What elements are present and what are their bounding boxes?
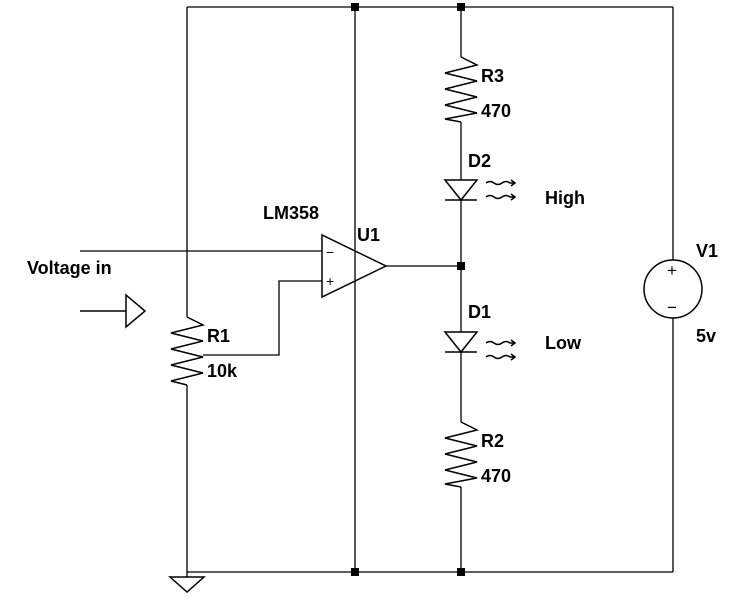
r2-value-label: 470 [481, 466, 511, 486]
noninverting-input-wire [203, 280, 322, 356]
opamp-ref-label: U1 [357, 225, 380, 245]
resistor-r2: R2 470 [444, 421, 511, 488]
input-arrow-icon [80, 293, 147, 329]
junction-dot [351, 568, 359, 576]
opamp-triangle-icon [321, 233, 388, 299]
light-emission-icon [485, 339, 517, 361]
opamp-minus-pin: − [326, 244, 334, 260]
junction-dot [457, 262, 465, 270]
resistor-r2-icon [444, 421, 480, 488]
resistor-r1-icon [170, 316, 206, 386]
junctions [351, 3, 465, 576]
junction-dot [457, 3, 465, 11]
r3-value-label: 470 [481, 101, 511, 121]
led-d2: D2 High [443, 151, 585, 208]
resistor-r3-icon [444, 56, 480, 123]
d1-ref-label: D1 [468, 302, 491, 322]
d2-note-label: High [545, 188, 585, 208]
r1-value-label: 10k [207, 361, 238, 381]
junction-dot [351, 3, 359, 11]
opamp-plus-pin: + [326, 273, 334, 289]
r1-ref-label: R1 [207, 326, 230, 346]
d2-ref-label: D2 [468, 151, 491, 171]
r2-ref-label: R2 [481, 431, 504, 451]
r3-ref-label: R3 [481, 66, 504, 86]
wires [80, 6, 674, 577]
voltage-source-v1: + − V1 5v [643, 241, 718, 346]
diode-d2-icon [443, 179, 479, 202]
v1-minus-sign: − [667, 298, 677, 317]
input-label: Voltage in [27, 258, 112, 278]
diode-d1-icon [443, 331, 479, 354]
input-port: Voltage in [27, 258, 147, 329]
ground [168, 576, 206, 594]
opamp-u1: − + LM358 U1 [263, 203, 388, 299]
resistor-r1: R1 10k [170, 316, 238, 386]
v1-ref-label: V1 [696, 241, 718, 261]
d1-note-label: Low [545, 333, 582, 353]
ground-icon [168, 576, 206, 594]
led-d1: D1 Low [443, 302, 582, 361]
voltage-source-icon [643, 259, 703, 319]
resistor-r3: R3 470 [444, 56, 511, 123]
light-emission-icon [485, 179, 517, 201]
v1-plus-sign: + [667, 261, 677, 280]
junction-dot [457, 568, 465, 576]
opamp-part-label: LM358 [263, 203, 319, 223]
v1-value-label: 5v [696, 326, 716, 346]
